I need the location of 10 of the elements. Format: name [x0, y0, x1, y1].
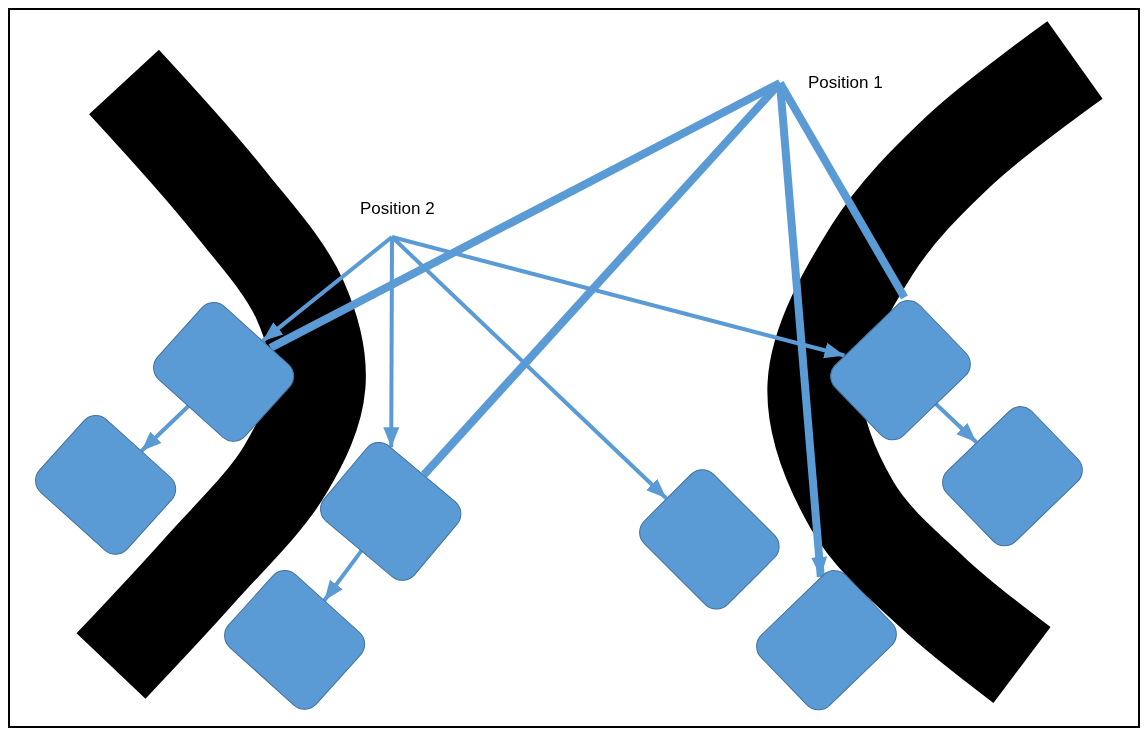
position-label: Position 1 — [808, 73, 883, 92]
arrow — [140, 404, 190, 453]
arrow — [383, 237, 400, 448]
arrow — [322, 549, 364, 602]
arrow — [390, 235, 668, 500]
arrow — [391, 235, 845, 359]
arrow — [934, 402, 978, 444]
arrow — [261, 235, 394, 343]
connector-line — [268, 79, 782, 352]
position-label: Position 2 — [360, 199, 435, 218]
